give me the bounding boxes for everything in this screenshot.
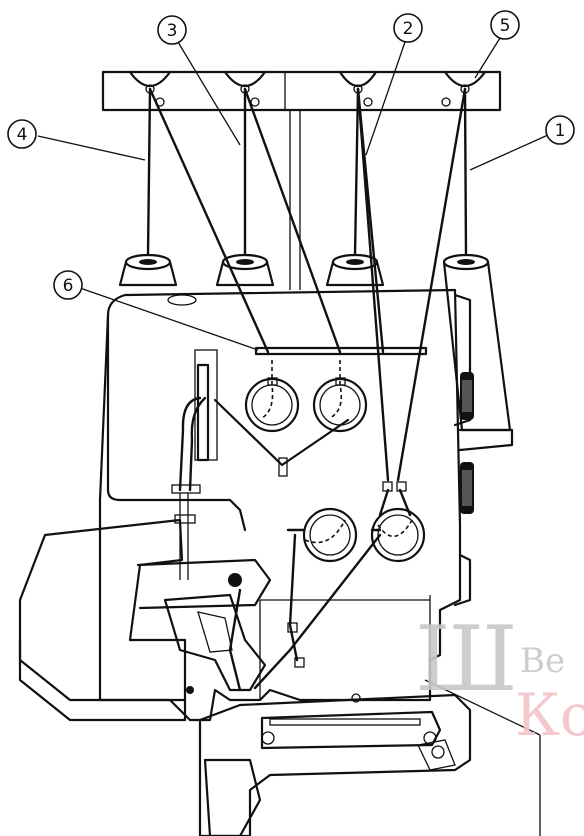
tension-dials-lower [286, 481, 426, 563]
looper-cover-open [198, 693, 472, 836]
callout-2: 2 [365, 13, 423, 156]
callout-3-label: 3 [167, 21, 178, 41]
looper-mechanism [163, 533, 382, 694]
tension-dials-upper [213, 360, 368, 477]
threads-vertical [146, 87, 468, 257]
free-arm [18, 518, 272, 722]
callout-4-label: 4 [17, 125, 28, 145]
needle-assembly [171, 349, 218, 580]
machine-body [98, 288, 514, 722]
callout-6: 6 [53, 270, 259, 351]
thread-guide-bar [254, 346, 428, 356]
callout-1-label: 1 [555, 121, 566, 141]
callout-4: 4 [7, 119, 146, 161]
cone-4-tall [442, 253, 512, 432]
threads-diagonal [148, 87, 467, 482]
watermark-text-1: Ве [520, 641, 565, 681]
callout-5: 5 [474, 10, 520, 79]
callout-6-label: 6 [63, 276, 74, 296]
cone-1 [118, 253, 178, 287]
callout-1: 1 [469, 115, 575, 171]
watermark-logo: Ш [415, 607, 518, 712]
callout-5-label: 5 [500, 16, 511, 36]
callout-2-label: 2 [403, 19, 414, 39]
watermark: Ш Ве Ко [415, 607, 584, 749]
watermark-text-2: Ко [515, 681, 584, 749]
callout-3: 3 [157, 15, 241, 146]
